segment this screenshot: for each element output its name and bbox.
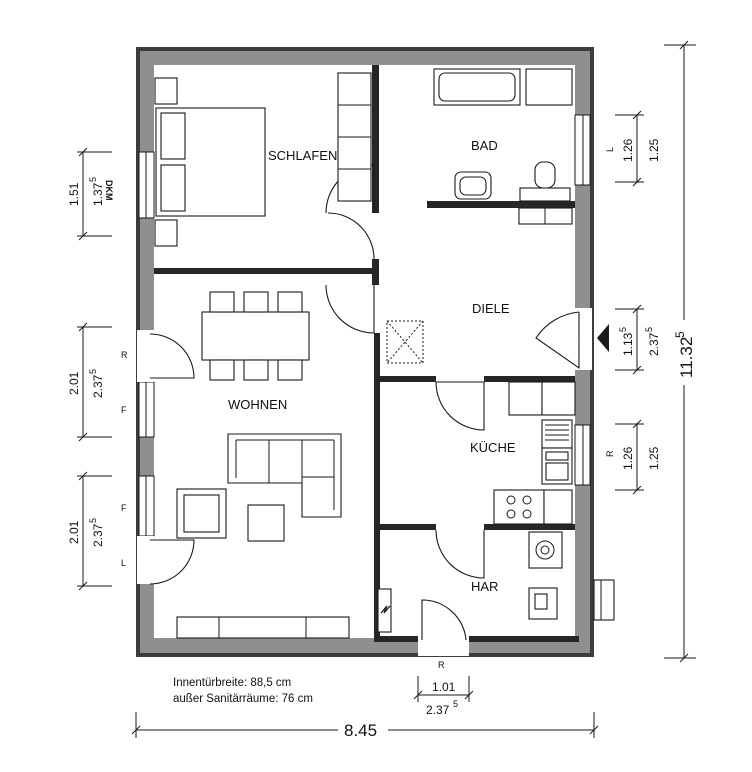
interior-walls	[154, 65, 579, 642]
dim-right-bad-inner: 1.26	[621, 138, 635, 162]
window-letter-wohnen-l: L	[121, 558, 126, 568]
dim-left-bot-inner-sup: 5	[88, 518, 98, 523]
dim-left-top-outer: 1.51	[67, 182, 81, 206]
kitchen-furniture	[493, 381, 576, 525]
window-letter-wohnen-r: R	[121, 350, 128, 360]
window-letter-wohnen-f2: F	[121, 503, 127, 513]
room-labels: SCHLAFEN BAD DIELE WOHNEN KÜCHE HAR	[228, 138, 516, 594]
window-letter-wohnen-f1: F	[121, 405, 127, 415]
dim-total-height-sup: 5	[673, 331, 687, 338]
dim-left-bot-outer: 2.01	[67, 520, 81, 544]
dim-left-bot-inner: 2.37	[91, 523, 105, 547]
doors	[149, 164, 609, 641]
dim-total-width: 8.45	[344, 721, 377, 740]
window-letter-kueche: R	[605, 450, 615, 457]
dim-door-width: 1.01	[432, 680, 456, 694]
dim-right-diele-outer-sup: 5	[644, 327, 654, 332]
room-label-kueche: KÜCHE	[470, 440, 516, 455]
room-label-bad: BAD	[471, 138, 498, 153]
dim-right-kueche-outer: 1.25	[647, 446, 661, 470]
dim-left-mid-outer: 2.01	[67, 371, 81, 395]
room-label-wohnen: WOHNEN	[228, 397, 287, 412]
hall-hatch	[386, 320, 424, 364]
window-letter-schlafen: DKM	[104, 180, 114, 201]
dim-right-diele-inner-sup: 5	[618, 327, 628, 332]
dim-total-height: 11.32	[677, 337, 696, 378]
bathroom-furniture	[433, 68, 573, 225]
note-line-2: außer Sanitärräume: 76 cm	[173, 693, 313, 705]
room-label-diele: DIELE	[472, 301, 510, 316]
dim-door-height-sup: 5	[453, 699, 458, 709]
window-letters: L DKM R F F L R R	[104, 147, 615, 670]
room-label-har: HAR	[471, 579, 498, 594]
dim-right-kueche-inner: 1.26	[621, 446, 635, 470]
room-label-schlafen: SCHLAFEN	[268, 148, 337, 163]
dim-left-top-inner: 1.37	[91, 182, 105, 206]
note-line-1: Innentürbreite: 88,5 cm	[173, 677, 291, 689]
bedroom-furniture	[154, 72, 372, 247]
window-letter-entrance: R	[438, 660, 445, 670]
dimension-texts: 1.51 1.37 5 2.01 2.37 5 2.01 2.37 5 1.26…	[67, 138, 696, 740]
dim-right-diele-outer: 2.37	[647, 332, 661, 356]
utility-furniture	[377, 531, 615, 633]
dim-left-top-inner-sup: 5	[88, 177, 98, 182]
dim-right-diele-inner: 1.13	[621, 332, 635, 356]
windows	[137, 114, 592, 656]
dim-left-mid-inner-sup: 5	[88, 369, 98, 374]
living-furniture	[176, 291, 350, 639]
dim-left-mid-inner: 2.37	[91, 374, 105, 398]
dimension-lines	[77, 40, 696, 738]
window-letter-bad: L	[605, 147, 615, 152]
notes: Innentürbreite: 88,5 cm außer Sanitärräu…	[173, 677, 313, 705]
dim-door-height: 2.37	[426, 703, 450, 717]
dim-right-bad-outer: 1.25	[647, 138, 661, 162]
